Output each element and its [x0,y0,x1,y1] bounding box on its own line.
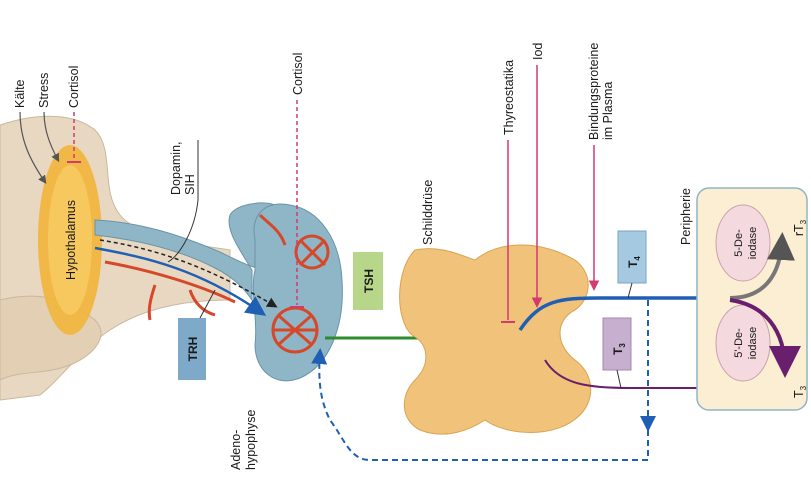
deiodase-top-label-1: 5-De- [733,229,745,257]
hypothalamus-label: Hypothalamus [64,200,78,280]
bindungsproteine-label: Bindungsproteine [587,43,601,140]
dopamin-label: Dopamin, [169,142,183,196]
peripherie-label: Peripherie [679,188,693,245]
iod-label: Iod [531,43,545,60]
tsh-label: TSH [362,269,376,293]
deiodase-bottom-label-1: 5'-De- [733,328,745,358]
cortisol-mid-label: Cortisol [291,53,305,95]
stress-label: Stress [37,73,51,108]
trh-label: TRH [186,337,200,362]
thyreostatika-label: Thyreostatika [502,60,516,135]
kaelte-label: Kälte [13,79,27,108]
sih-label: SIH [183,174,197,195]
adeno-label: Adeno- [229,430,243,470]
adenohypophysis [253,204,342,381]
thyroid-gland [400,245,591,434]
schilddruese-label: Schilddrüse [421,180,435,245]
deiodase-top-label-2: iodase [747,227,759,259]
cortisol-left-label: Cortisol [67,66,81,108]
deiodase-bottom-label-2: iodase [747,327,759,359]
im-plasma-label: im Plasma [601,82,615,140]
hypophyse-label: hypophyse [244,409,258,470]
